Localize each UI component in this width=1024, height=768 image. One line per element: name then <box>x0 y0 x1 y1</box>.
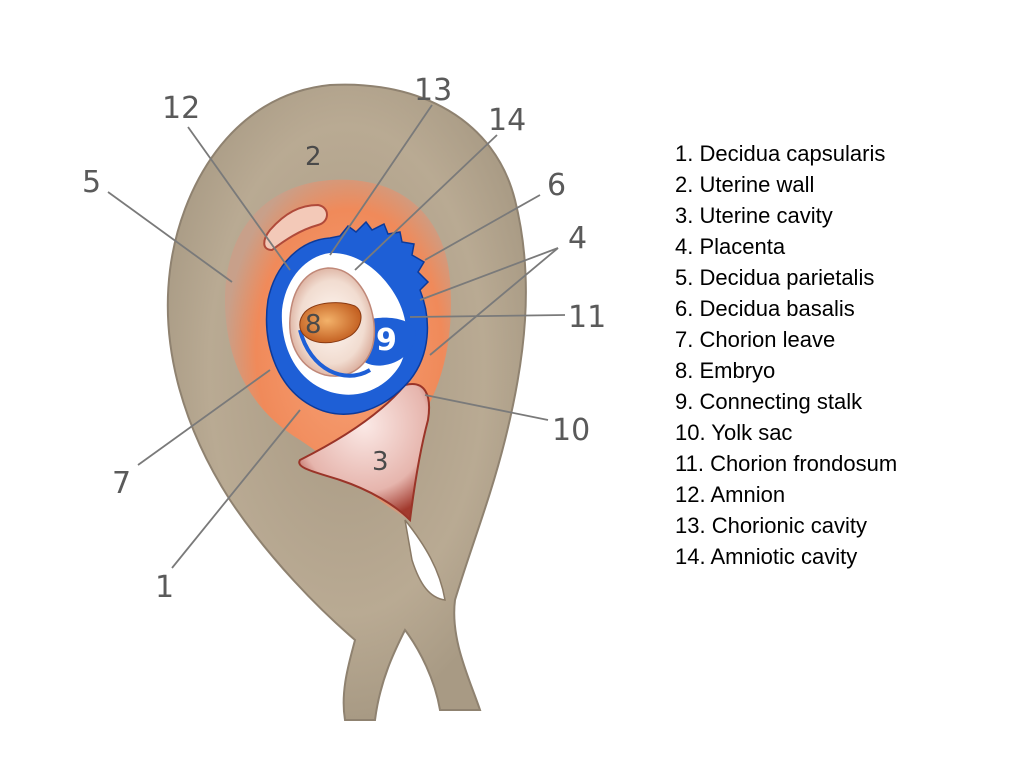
label-13: 13 <box>414 73 452 108</box>
embryo-diagram: 12 13 14 2 5 6 4 11 8 9 10 3 7 1 <box>82 73 606 721</box>
label-8: 8 <box>305 310 322 340</box>
label-3: 3 <box>372 447 389 477</box>
label-10: 10 <box>552 413 590 448</box>
label-11: 11 <box>568 300 606 335</box>
legend-item: 12. Amnion <box>675 482 786 507</box>
label-1: 1 <box>155 570 174 605</box>
legend-item: 3. Uterine cavity <box>675 203 833 228</box>
label-6: 6 <box>547 168 566 203</box>
label-2: 2 <box>305 142 322 172</box>
label-12: 12 <box>162 91 200 126</box>
legend-item: 2. Uterine wall <box>675 172 815 197</box>
legend-item: 8. Embryo <box>675 358 776 383</box>
legend-item: 14. Amniotic cavity <box>675 544 858 569</box>
legend-item: 11. Chorion frondosum <box>675 451 898 476</box>
legend-list: 1. Decidua capsularis 2. Uterine wall 3.… <box>675 138 897 572</box>
label-4: 4 <box>568 221 587 256</box>
embryo <box>299 302 362 344</box>
legend-item: 13. Chorionic cavity <box>675 513 867 538</box>
legend-item: 9. Connecting stalk <box>675 389 863 414</box>
legend-item: 4. Placenta <box>675 234 786 259</box>
label-7: 7 <box>112 466 131 501</box>
legend-item: 6. Decidua basalis <box>675 296 855 321</box>
label-14: 14 <box>488 103 526 138</box>
uterine-cavity <box>298 383 446 601</box>
label-5: 5 <box>82 165 101 200</box>
leader-lines <box>107 104 566 569</box>
legend-item: 1. Decidua capsularis <box>675 141 886 166</box>
legend-item: 10. Yolk sac <box>675 420 793 445</box>
legend-item: 7. Chorion leave <box>675 327 836 352</box>
legend-item: 5. Decidua parietalis <box>675 265 875 290</box>
label-9: 9 <box>376 323 397 358</box>
